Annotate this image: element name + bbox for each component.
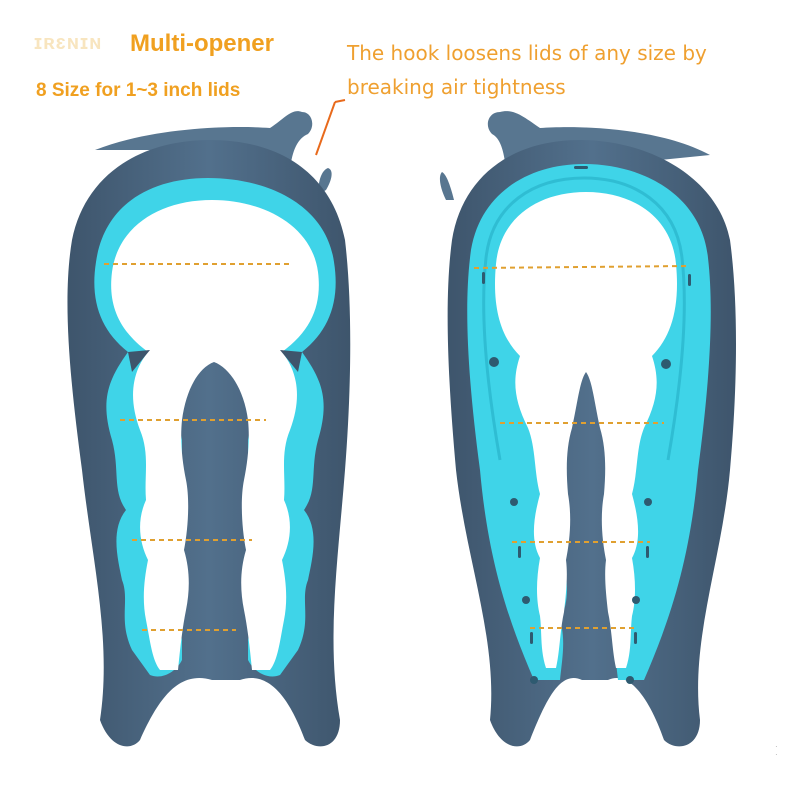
hook-annotation-line-2: breaking air tightness — [347, 75, 566, 99]
hook-annotation: The hook loosens lids of any size by bre… — [347, 36, 707, 104]
faded-brand-text: ɪʀɛɴɪɴ — [34, 32, 103, 54]
product-subtitle: 8 Size for 1~3 inch lids — [36, 80, 241, 101]
watermark-dots: ·· — [775, 742, 778, 759]
opener-back-view — [439, 111, 736, 747]
hook-annotation-line-1: The hook loosens lids of any size by — [347, 41, 707, 65]
opener-front-view — [67, 111, 351, 747]
leader-line — [315, 101, 336, 156]
product-title: Multi-opener — [130, 30, 274, 57]
